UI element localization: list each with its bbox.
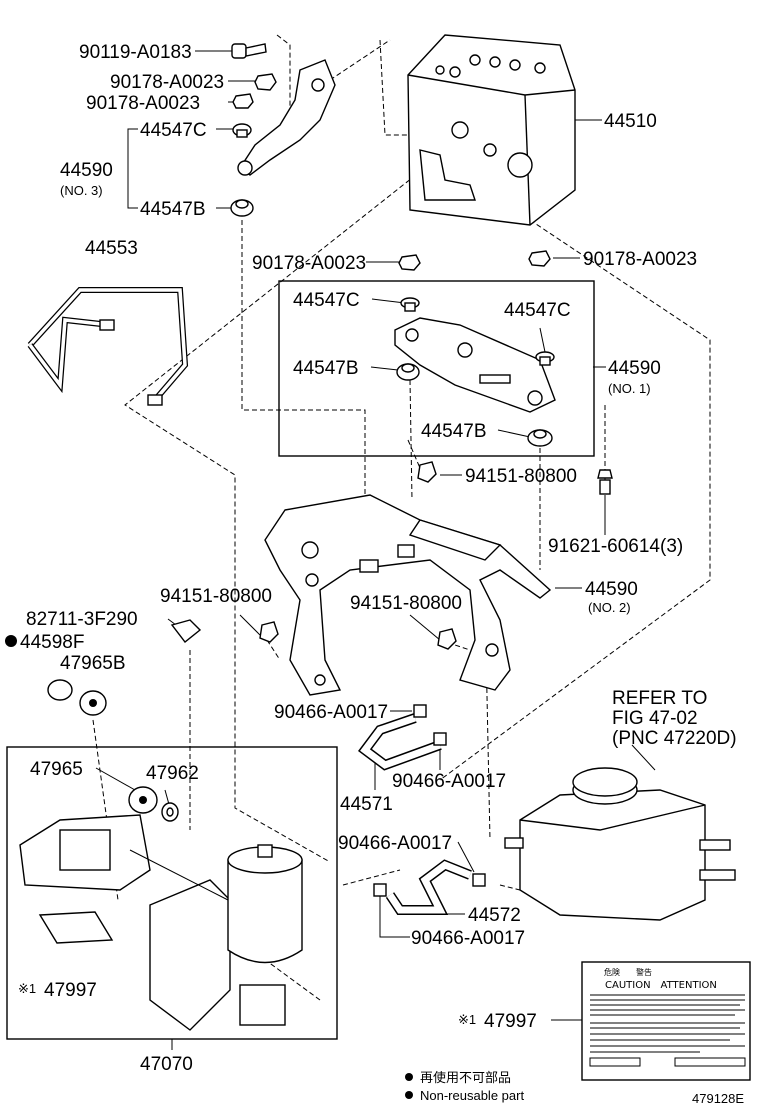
label-94151-80800-1: 94151-80800 (465, 466, 577, 487)
label-44547b-box-1: 44547B (293, 358, 359, 379)
guide-lines (92, 34, 711, 1001)
legend-dot-1 (405, 1073, 413, 1081)
label-91621-60614: 91621-60614(3) (548, 536, 683, 557)
label-44571: 44571 (340, 794, 393, 815)
label-90178-a0023-4: 90178-A0023 (583, 249, 697, 270)
nut-90178-b (232, 93, 254, 109)
grommet-44547b-top (230, 199, 254, 217)
grommet-44547c-box1 (400, 297, 420, 312)
grommet-44547c-box2 (535, 351, 555, 366)
caution-label-47997: 危険 警告 CAUTION ATTENTION (581, 961, 751, 1081)
label-82711-3f290: 82711-3F290 (26, 609, 138, 630)
label-47965b: 47965B (60, 653, 126, 674)
clamp-90466-d (373, 883, 387, 897)
legend: 再使用不可部品 Non-reusable part (405, 1070, 524, 1103)
label-44590-no1-sub: (NO. 1) (608, 381, 651, 396)
reservoir (504, 767, 736, 921)
label-90178-a0023-3: 90178-A0023 (252, 253, 366, 274)
hose-44571 (358, 713, 442, 771)
bracket-no1-frame (278, 280, 595, 457)
label-44590-no2: 44590 (585, 579, 638, 600)
bracket-no2 (264, 494, 552, 696)
cushion-44598f (47, 679, 73, 701)
label-90178-a0023-1: 90178-A0023 (110, 72, 224, 93)
clamp-90466-b (433, 732, 447, 746)
label-44590-no1: 44590 (608, 358, 661, 379)
label-47962: 47962 (146, 763, 199, 784)
grommet-44547b-box2 (527, 429, 553, 447)
grommet-44547b-box1 (396, 363, 420, 381)
label-94151-80800-3: 94151-80800 (350, 593, 462, 614)
actuator-44510 (407, 34, 576, 226)
label-94151-80800-2: 94151-80800 (160, 586, 272, 607)
label-44598f: 44598F (20, 632, 84, 653)
label-90178-a0023-2: 90178-A0023 (86, 93, 200, 114)
label-47997-small (38, 911, 114, 944)
clip-82711 (170, 619, 202, 643)
legend-dot-2 (405, 1091, 413, 1099)
label-44572: 44572 (468, 905, 521, 926)
label-90466-a0017-4: 90466-A0017 (411, 928, 525, 949)
label-90466-a0017-3: 90466-A0017 (338, 833, 452, 854)
label-44590-no3: 44590 (60, 160, 113, 181)
label-44547b-box-2: 44547B (421, 421, 487, 442)
non-reusable-dot (5, 635, 17, 647)
caution-jp: 危険 警告 (604, 967, 652, 977)
label-90466-a0017-2: 90466-A0017 (392, 771, 506, 792)
clamp-90466-c (472, 873, 486, 887)
nut-90178-d (528, 250, 551, 267)
grommet-44547c-top (232, 123, 252, 138)
label-44547b-top: 44547B (140, 199, 206, 220)
cushion-47965b (79, 690, 107, 716)
label-47070: 47070 (140, 1054, 193, 1075)
collar-47962 (161, 802, 179, 822)
nut-94151-a (417, 461, 437, 483)
label-90466-a0017-1: 90466-A0017 (274, 702, 388, 723)
bolt-90119 (231, 43, 267, 59)
nut-94151-b (259, 621, 279, 643)
refer-line-1: REFER TO (612, 688, 707, 709)
nut-94151-c (437, 628, 457, 650)
nut-90178-c (398, 254, 421, 271)
legend-en: Non-reusable part (420, 1088, 524, 1103)
label-47997-prefix-2: ※1 (458, 1012, 476, 1027)
label-47965: 47965 (30, 759, 83, 780)
label-90119-a0183: 90119-A0183 (79, 42, 192, 63)
label-47997-prefix-1: ※1 (18, 981, 36, 996)
label-44510: 44510 (604, 111, 657, 132)
nut-90178-a (254, 73, 277, 91)
bracket-no3 (237, 59, 336, 176)
refer-line-2: FIG 47-02 (612, 708, 698, 729)
refer-line-3: (PNC 47220D) (612, 728, 737, 749)
legend-jp: 再使用不可部品 (420, 1070, 511, 1085)
clamp-90466-a (413, 704, 427, 718)
stud-91621 (597, 469, 613, 495)
part-labels: 90119-A0183 90178-A0023 90178-A0023 4454… (5, 42, 737, 1075)
label-44547c-box-1: 44547C (293, 290, 360, 311)
figure-id: 479128E (692, 1091, 744, 1106)
bracket-no1 (394, 317, 556, 413)
pump-47070 (19, 814, 303, 1031)
label-44547c-top: 44547C (140, 120, 207, 141)
caution-en: CAUTION ATTENTION (605, 980, 717, 991)
brake-tube-44553 (27, 287, 189, 406)
label-44590-no3-sub: (NO. 3) (60, 183, 103, 198)
label-47997-1: 47997 (44, 980, 97, 1001)
label-47997-2: 47997 (484, 1011, 537, 1032)
cushion-47965 (128, 786, 158, 814)
label-44547c-box-2: 44547C (504, 300, 571, 321)
hose-44572 (385, 859, 472, 915)
label-44590-no2-sub: (NO. 2) (588, 600, 631, 615)
label-44553: 44553 (85, 238, 138, 259)
